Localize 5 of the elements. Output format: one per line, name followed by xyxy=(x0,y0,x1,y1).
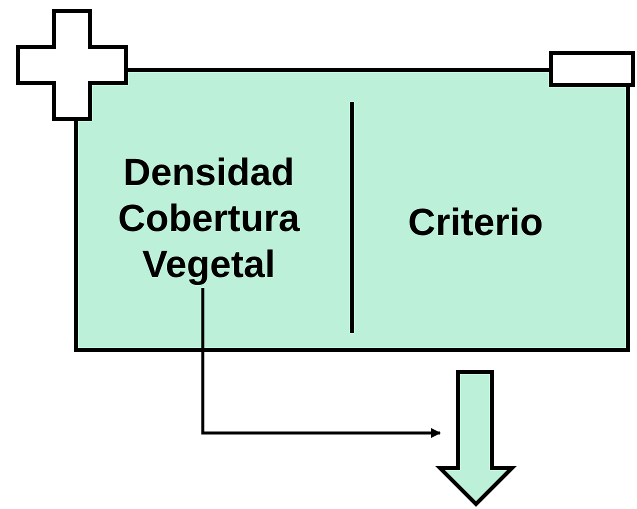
node-label: Densidad Cobertura Vegetal xyxy=(118,150,300,288)
block-arrow xyxy=(436,370,516,508)
arrow xyxy=(201,288,441,438)
battery-box xyxy=(74,68,630,352)
node-label: Criterio xyxy=(408,200,544,246)
